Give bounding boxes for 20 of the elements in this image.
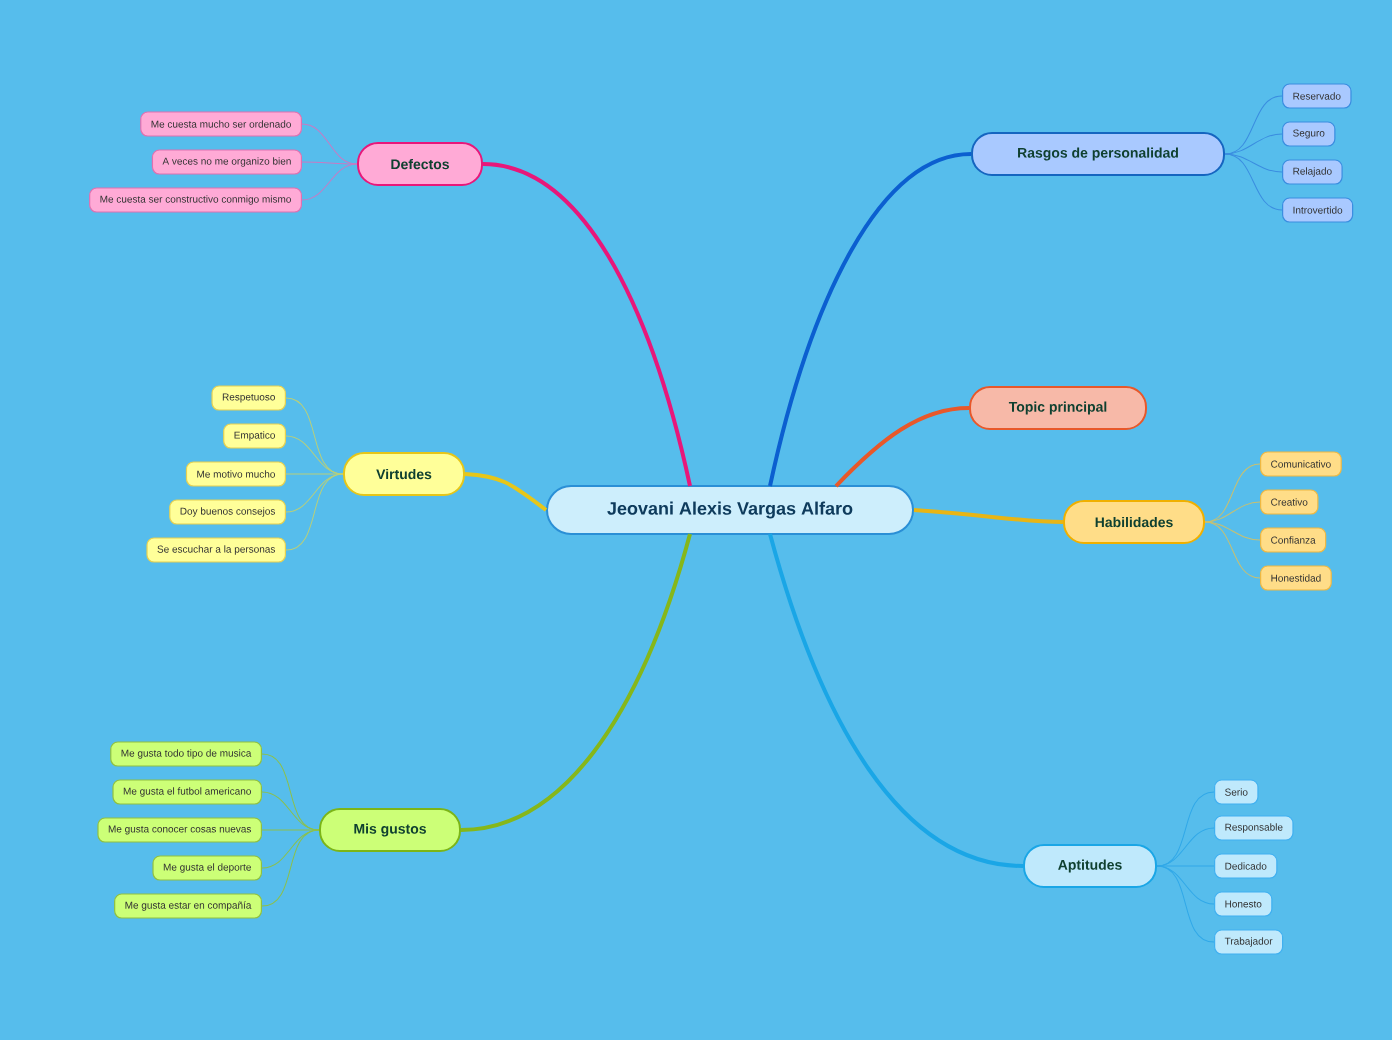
connector [301,161,358,165]
connector [913,508,1064,524]
connector [261,829,320,869]
connector [482,162,692,487]
central-topic: Jeovani Alexis Vargas Alfaro [546,485,914,535]
connector [1204,501,1261,523]
connector [768,533,1024,868]
connector [1204,521,1261,579]
connector [285,473,344,513]
connector [301,163,358,201]
connector [834,406,970,488]
connector [261,829,320,831]
connector [768,152,972,487]
connector [261,829,320,907]
connector [460,533,692,832]
connector [1224,153,1283,211]
connector [464,472,548,512]
connector [285,473,344,551]
connector [1204,521,1261,541]
connector [1156,865,1215,943]
